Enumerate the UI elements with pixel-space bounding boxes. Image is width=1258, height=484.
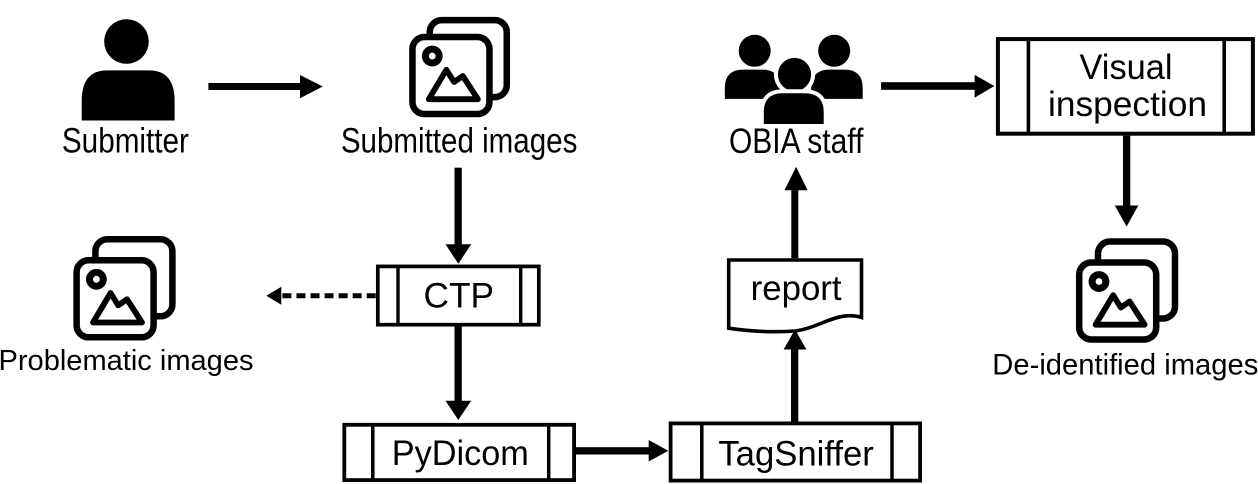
svg-text:PyDicom: PyDicom	[392, 434, 529, 473]
svg-text:Submitted images: Submitted images	[341, 122, 578, 161]
svg-text:Problematic images: Problematic images	[0, 345, 253, 377]
svg-text:OBIA staff: OBIA staff	[729, 122, 864, 161]
svg-text:De-identified images: De-identified images	[992, 348, 1258, 381]
svg-text:TagSniffer: TagSniffer	[718, 435, 874, 474]
svg-text:report: report	[751, 269, 842, 308]
svg-text:Visual: Visual	[1080, 48, 1173, 87]
svg-text:CTP: CTP	[424, 277, 495, 316]
svg-text:inspection: inspection	[1048, 85, 1207, 124]
svg-text:Submitter: Submitter	[62, 122, 189, 161]
